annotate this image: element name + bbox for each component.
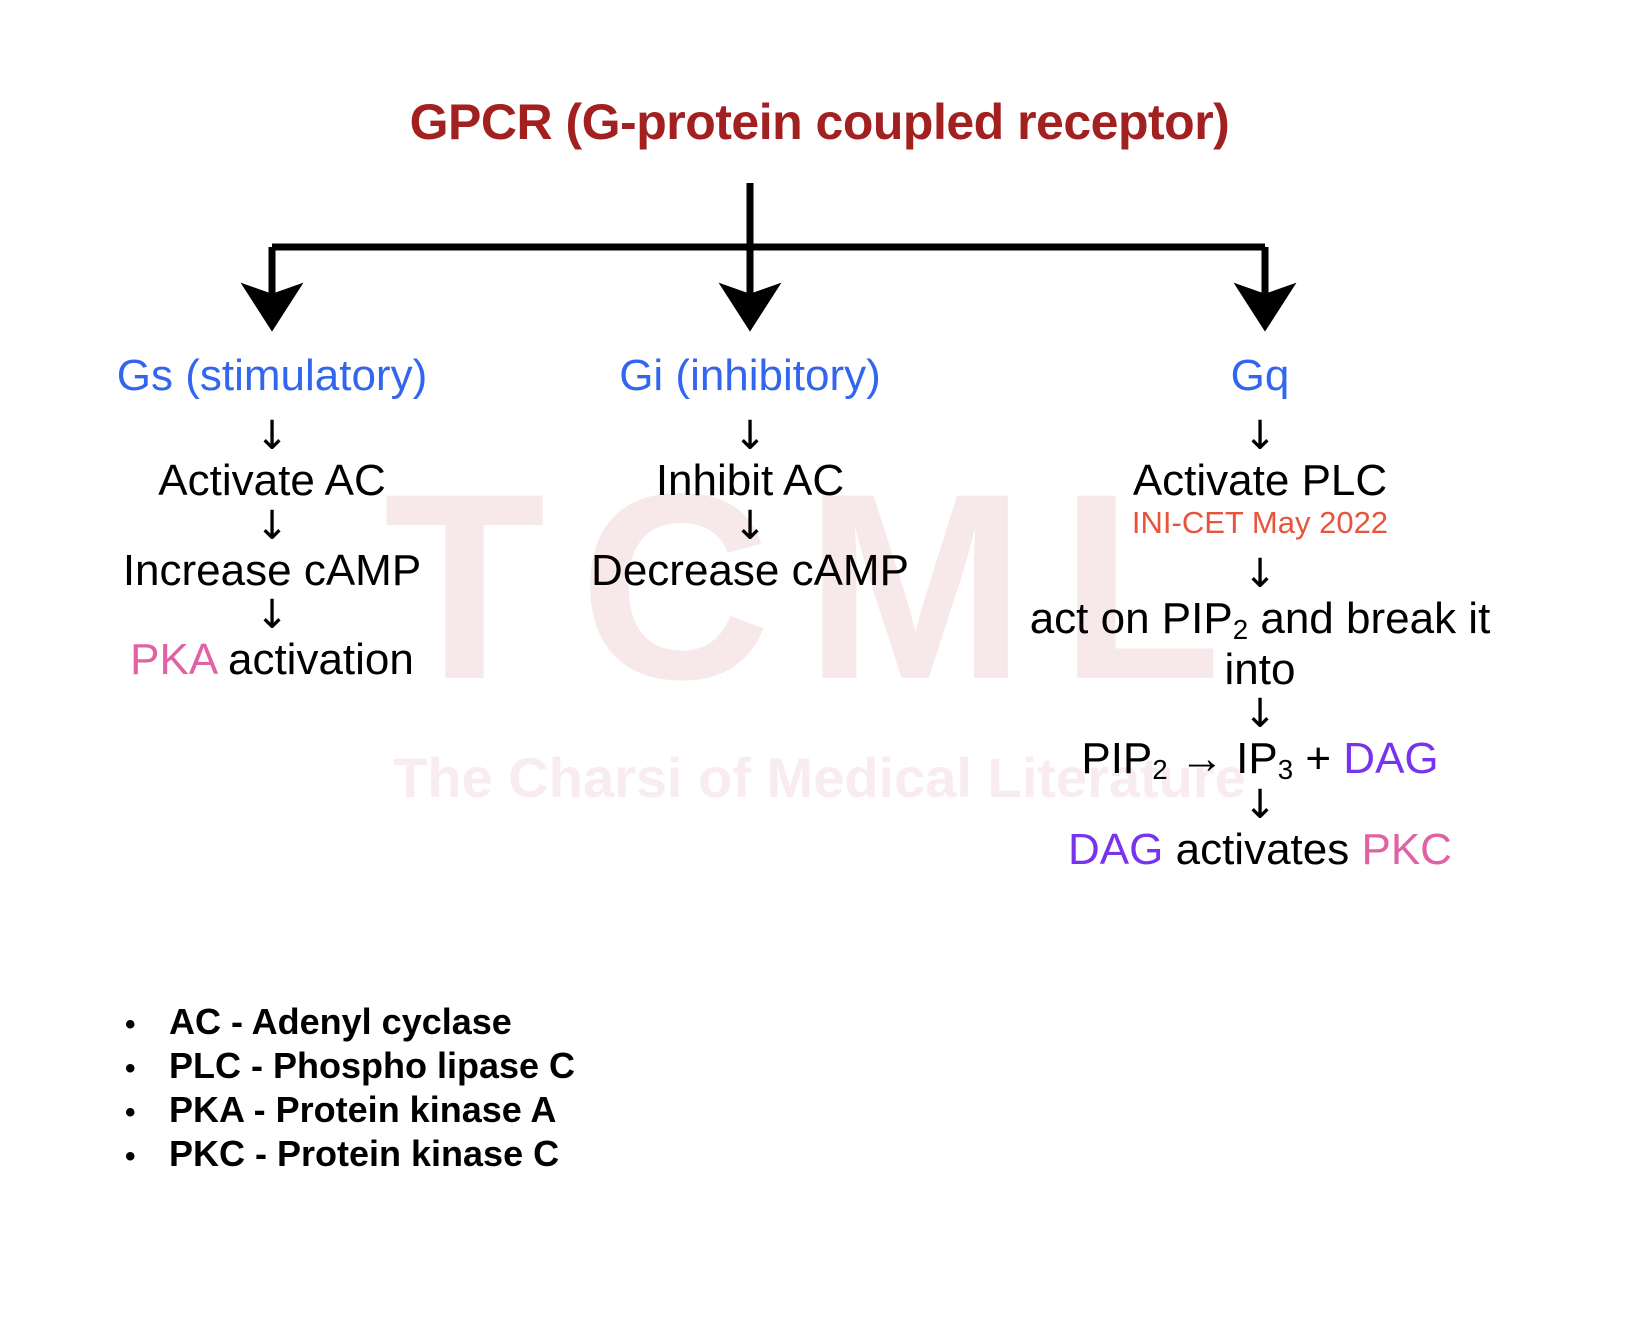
- bullet-icon: •: [125, 1008, 136, 1041]
- step-gq-1: Activate PLC: [1132, 456, 1388, 506]
- down-arrow-icon: ↓: [255, 413, 289, 460]
- legend-text: AC - Adenyl cyclase: [169, 1001, 512, 1042]
- down-arrow-icon: ↓: [1243, 782, 1277, 829]
- page-title: GPCR (G-protein coupled receptor): [409, 94, 1230, 150]
- step-gs-1: Activate AC: [158, 456, 386, 506]
- branch-label-gs: Gs (stimulatory): [116, 351, 428, 400]
- list-item: • AC - Adenyl cyclase: [125, 1000, 825, 1044]
- down-arrow-icon: ↓: [733, 413, 767, 460]
- bullet-icon: •: [125, 1095, 136, 1129]
- branch-column-gi: Gi (inhibitory) ↓ Inhibit AC ↓ Decrease …: [505, 351, 995, 595]
- list-item: • PKA - Protein kinase A: [125, 1088, 825, 1132]
- legend-text: PKC - Protein kinase C: [169, 1132, 560, 1174]
- branch-label-gi: Gi (inhibitory): [619, 351, 881, 400]
- down-arrow-icon: ↓: [255, 591, 289, 638]
- step-gs-3: PKA activation: [130, 634, 414, 684]
- legend-text: PLC - Phospho lipase C: [169, 1044, 576, 1086]
- bullet-icon: •: [125, 1139, 136, 1173]
- exam-tag: INI-CET May 2022: [1131, 504, 1389, 540]
- step-gi-2: Decrease cAMP: [591, 545, 909, 595]
- down-arrow-icon: ↓: [1243, 413, 1277, 460]
- down-arrow-icon: ↓: [1243, 550, 1277, 597]
- branch-column-gs: Gs (stimulatory) ↓ Activate AC ↓ Increas…: [22, 351, 522, 684]
- branch-label-gq: Gq: [1230, 351, 1290, 400]
- bullet-icon: •: [125, 1051, 136, 1085]
- down-arrow-icon: ↓: [255, 502, 289, 549]
- step-gi-1: Inhibit AC: [655, 456, 845, 506]
- down-arrow-icon: ↓: [733, 502, 767, 549]
- down-arrow-icon: ↓: [1243, 691, 1277, 738]
- pka-token: PKA: [130, 634, 216, 684]
- abbreviation-legend: • AC - Adenyl cyclase • PLC - Phospho li…: [125, 1000, 825, 1176]
- legend-text: PKA - Protein kinase A: [169, 1088, 557, 1130]
- step-gq-3: PIP2 → IP3 + DAG: [1081, 734, 1439, 786]
- list-item: • PLC - Phospho lipase C: [125, 1044, 825, 1088]
- step-gs-2: Increase cAMP: [122, 545, 422, 595]
- step-gq-2: act on PIP2 and break it into: [1029, 593, 1491, 694]
- list-item: • PKC - Protein kinase C: [125, 1132, 825, 1176]
- dag-token: DAG: [1068, 825, 1164, 875]
- branch-column-gq: Gq ↓ Activate PLC INI-CET May 2022 ↓ act…: [1010, 351, 1510, 875]
- step-gq-4: DAG activates PKC: [1068, 825, 1452, 875]
- pkc-token: PKC: [1361, 825, 1452, 875]
- dag-token: DAG: [1343, 734, 1439, 784]
